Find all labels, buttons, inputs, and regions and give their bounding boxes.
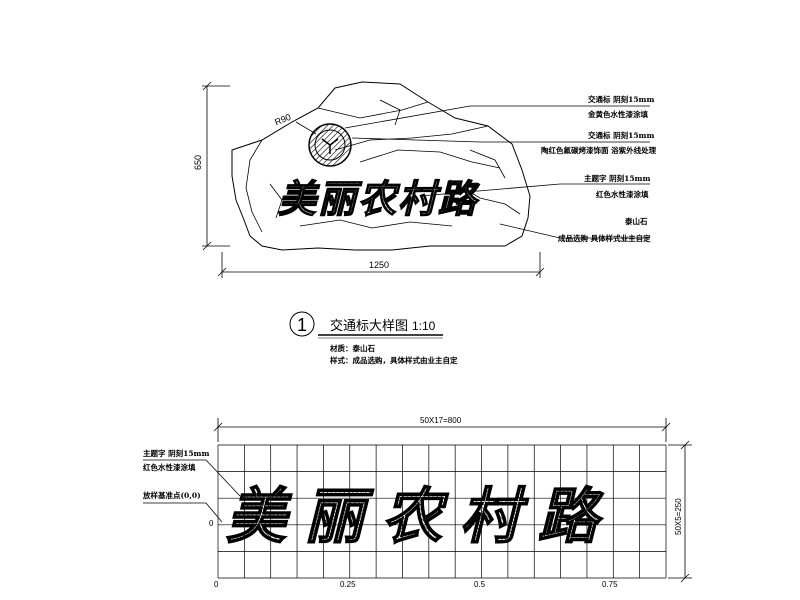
dim-width bbox=[217, 252, 545, 278]
detail-style: 样式：成品选购，具体样式由业主自定 bbox=[330, 355, 458, 365]
callout-texts: 交通标 阴刻15mm 金黄色水性漆涂填 交通标 阴刻15mm 陶红色氟碳烤漆饰面… bbox=[541, 94, 657, 243]
grid-left-callouts: 主题字 阴刻15mm 红色水性漆涂填 放样基准点(0,0) 0 bbox=[142, 448, 241, 528]
detail-material: 材质：泰山石 bbox=[330, 343, 375, 353]
detail-number: 1 bbox=[297, 315, 307, 335]
dim-height bbox=[202, 81, 230, 251]
grid-plan: 50X17=800 50X5=250 美丽农村路 主题字 阴刻15mm 红色水性… bbox=[142, 416, 692, 589]
grid-dim-top bbox=[213, 418, 671, 442]
grid-calligraphy-text: 美丽农村路 bbox=[226, 482, 616, 552]
grid-label-note: 红色水性漆涂填 bbox=[143, 462, 196, 472]
callout-2-note: 陶红色氟碳烤漆饰面 浴紫外线处理 bbox=[541, 145, 657, 155]
grid-axis-ticks: 0 0.25 0.5 0.75 bbox=[214, 580, 618, 589]
grid-dim-right bbox=[668, 440, 692, 583]
callout-leaders bbox=[344, 105, 650, 239]
sign-elevation: R90 美丽农村路 650 1250 交 bbox=[193, 81, 657, 278]
traffic-emblem-icon bbox=[308, 123, 352, 167]
tick-075: 0.75 bbox=[602, 580, 618, 589]
callout-3-title: 主题字 阴刻15mm bbox=[584, 173, 650, 183]
tick-05: 0.5 bbox=[474, 580, 486, 589]
callout-3-note: 红色水性漆涂填 bbox=[596, 189, 649, 199]
layout-grid bbox=[217, 444, 667, 579]
callout-4-title: 泰山石 bbox=[624, 216, 648, 226]
dim-width-label: 1250 bbox=[369, 260, 389, 270]
detail-number-circle bbox=[289, 311, 315, 337]
dim-height-label: 650 bbox=[193, 155, 203, 170]
grid-dim-top-label: 50X17=800 bbox=[420, 416, 462, 425]
grid-label-title: 主题字 阴刻15mm bbox=[143, 448, 209, 458]
tick-025: 0.25 bbox=[340, 580, 356, 589]
tick-0: 0 bbox=[214, 580, 219, 589]
stone-texture bbox=[245, 99, 521, 233]
detail-title-name: 交通标大样图 bbox=[330, 318, 408, 334]
sign-main-text: 美丽农村路 bbox=[278, 176, 480, 221]
origin-zero: 0 bbox=[209, 519, 214, 528]
callout-1-note: 金黄色水性漆涂填 bbox=[587, 109, 648, 119]
grid-dim-right-label: 50X5=250 bbox=[674, 498, 683, 535]
detail-title-scale: 1:10 bbox=[412, 319, 436, 333]
callout-2-title: 交通标 阴刻15mm bbox=[588, 130, 654, 140]
radius-label: R90 bbox=[273, 112, 292, 127]
origin-label: 放样基准点(0,0) bbox=[142, 490, 201, 500]
callout-1-title: 交通标 阴刻15mm bbox=[588, 94, 654, 104]
callout-4-note: 成品选购 具体样式业主自定 bbox=[558, 233, 651, 243]
stone-outline bbox=[231, 81, 531, 251]
detail-title-block: 1 交通标大样图 1:10 材质：泰山石 样式：成品选购，具体样式由业主自定 bbox=[289, 311, 458, 365]
